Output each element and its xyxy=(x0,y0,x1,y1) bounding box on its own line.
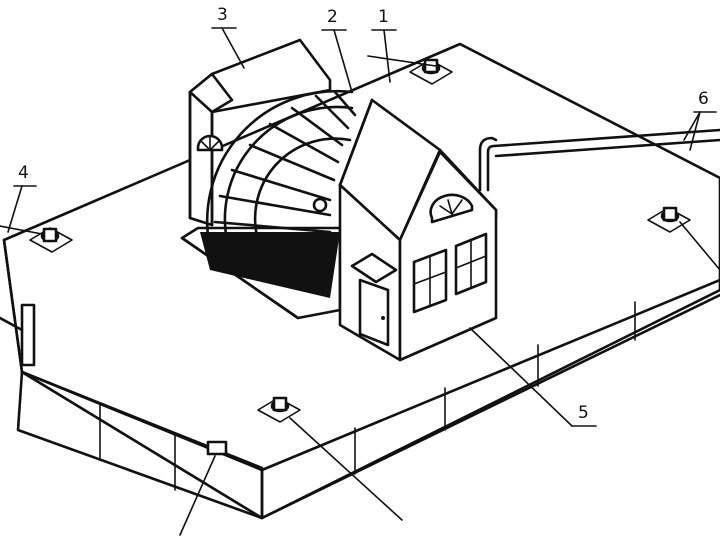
callout-5: 5 xyxy=(578,403,589,423)
callout-1: 1 xyxy=(378,7,389,27)
callout-6: 6 xyxy=(698,89,709,109)
water-wheel xyxy=(180,89,357,320)
mooring-lines xyxy=(0,55,720,536)
bollard xyxy=(647,206,691,233)
leader-lines xyxy=(7,27,717,427)
front-house xyxy=(338,98,498,362)
callout-2: 2 xyxy=(327,7,338,27)
rear-house xyxy=(188,38,332,227)
callout-3: 3 xyxy=(217,5,228,25)
pipe xyxy=(478,128,720,192)
callout-4: 4 xyxy=(18,163,29,183)
bollard xyxy=(257,396,301,423)
